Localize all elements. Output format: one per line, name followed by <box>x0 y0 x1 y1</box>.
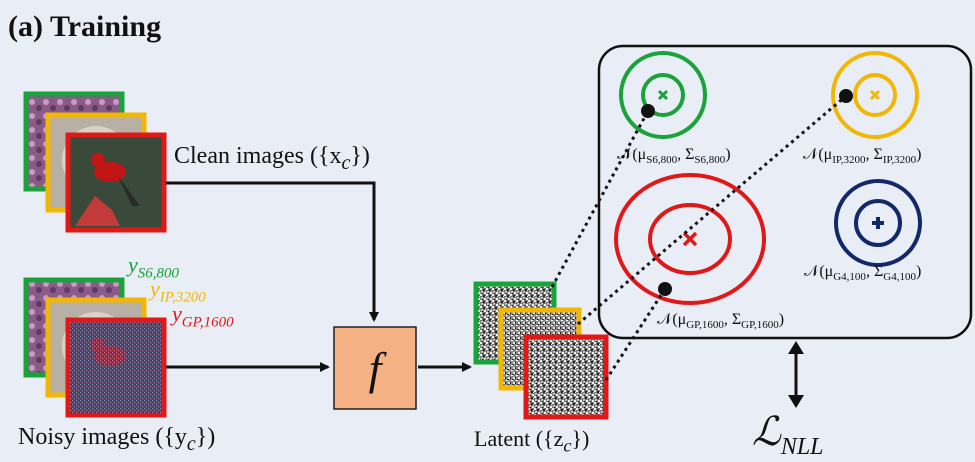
nll-loss-label: ℒNLL <box>752 409 824 460</box>
noisy-images-label: Noisy images ({yc}) <box>18 424 216 455</box>
f-network-label: f <box>368 342 382 394</box>
clean-to-f-arrow <box>166 181 379 322</box>
projection-line-green <box>550 110 650 288</box>
noise-label-gp1600: yGP,1600 <box>172 301 234 331</box>
sample-point-yellow <box>839 89 853 103</box>
clean-image-stack <box>23 91 167 233</box>
latent-label: Latent ({zc}) <box>474 426 590 456</box>
noise-label-s6800: yS6,800 <box>128 252 180 282</box>
latent-space-panel <box>597 44 973 340</box>
gaussian-label-ip3200: 𝒩(μIP,3200, ΣIP,3200) <box>803 146 922 167</box>
gaussian-label-s6800: 𝒩(μS6,800, ΣS6,800) <box>617 146 731 167</box>
gaussian-ip3200 <box>831 51 919 139</box>
sample-point-red <box>658 282 672 296</box>
projection-line-red <box>604 288 667 381</box>
gaussian-g4100 <box>834 179 922 267</box>
projection-line-yellow <box>577 94 847 326</box>
gaussian-label-gp1600: 𝒩(μGP,1600, ΣGP,1600) <box>657 311 785 332</box>
sample-point-green <box>641 104 655 118</box>
noisy-image-stack <box>23 277 167 418</box>
clean-image-red <box>65 132 167 233</box>
figure-title: (a) Training <box>8 10 162 43</box>
clean-images-label: Clean images ({xc}) <box>174 143 370 174</box>
gaussian-label-g4100: 𝒩(μG4,100, ΣG4,100) <box>804 263 922 284</box>
gaussian-s6800 <box>619 51 707 139</box>
noisy-image-red <box>65 317 167 418</box>
latent-stack <box>473 281 609 420</box>
noise-label-ip3200: yIP,3200 <box>150 276 206 306</box>
f-network-box <box>333 326 417 410</box>
latent-red <box>523 334 609 420</box>
gaussian-gp1600 <box>614 173 766 305</box>
